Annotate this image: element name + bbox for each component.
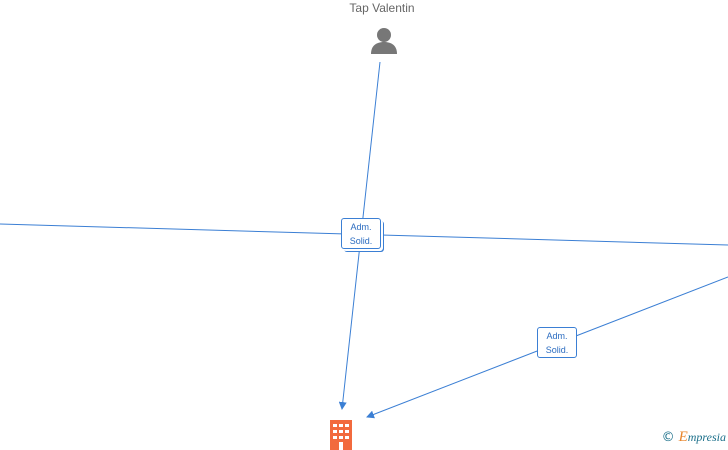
person-icon[interactable] xyxy=(371,28,397,54)
edge-label-right[interactable]: Adm. Solid. xyxy=(537,327,577,358)
edge-label-line2: Solid. xyxy=(545,345,569,355)
edge-label-line2: Solid. xyxy=(349,236,373,246)
brand-watermark: ©Empresia xyxy=(662,429,726,446)
edge-label-line1: Adm. xyxy=(546,331,568,341)
edge-label-center[interactable]: Adm. Solid. xyxy=(341,218,381,249)
brand-name: mpresia xyxy=(687,430,726,444)
building-icon[interactable] xyxy=(330,420,352,450)
edge-label-line1: Adm. xyxy=(350,222,372,232)
person-name-label[interactable]: Tap Valentin xyxy=(349,1,415,15)
brand-initial: E xyxy=(678,429,688,445)
copyright-icon: © xyxy=(661,430,675,445)
